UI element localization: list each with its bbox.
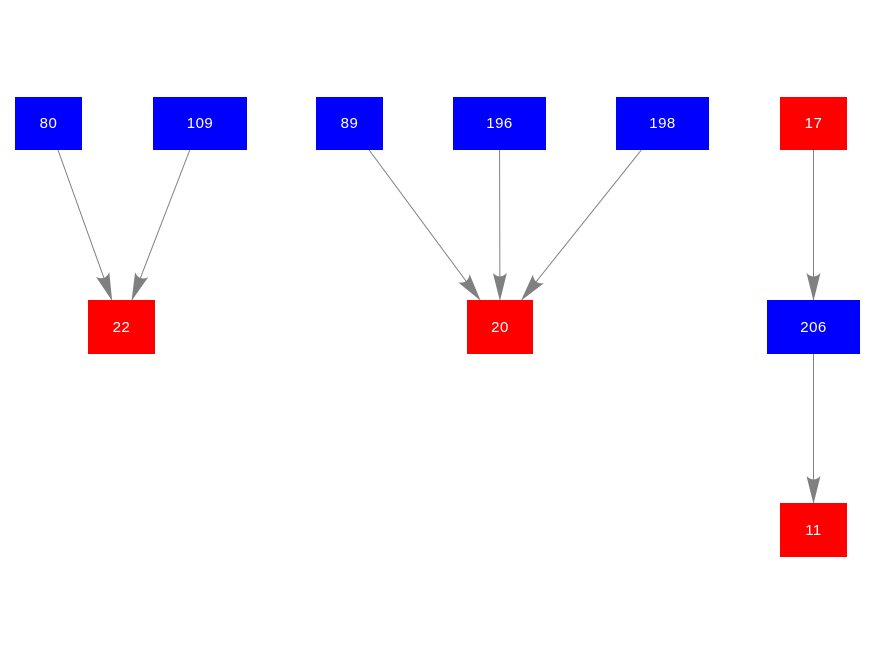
graph-node-17[interactable]: 17 [780, 97, 847, 150]
edge-80-to-22 [57, 149, 113, 301]
graph-node-206[interactable]: 206 [767, 300, 860, 354]
graph-node-198[interactable]: 198 [616, 97, 709, 150]
graph-node-22[interactable]: 22 [88, 300, 155, 354]
node-label: 198 [649, 115, 676, 132]
graph-node-20[interactable]: 20 [467, 300, 533, 354]
node-label: 196 [486, 115, 513, 132]
node-label: 22 [112, 318, 131, 336]
edges-group [57, 149, 821, 504]
graph-node-109[interactable]: 109 [153, 97, 247, 150]
node-label: 20 [491, 318, 509, 336]
edge-89-to-20 [368, 149, 481, 301]
node-label: 206 [800, 318, 827, 336]
node-label: 109 [186, 115, 214, 132]
edge-109-to-22 [131, 149, 191, 301]
node-label: 80 [39, 115, 58, 132]
graph-node-89[interactable]: 89 [316, 97, 383, 150]
node-label: 17 [804, 115, 823, 132]
node-label: 11 [805, 521, 822, 539]
graph-node-196[interactable]: 196 [453, 97, 546, 150]
edge-198-to-20 [520, 149, 642, 301]
graph-node-80[interactable]: 80 [15, 97, 82, 150]
graph-node-11[interactable]: 11 [780, 503, 847, 557]
node-label: 89 [340, 115, 359, 132]
